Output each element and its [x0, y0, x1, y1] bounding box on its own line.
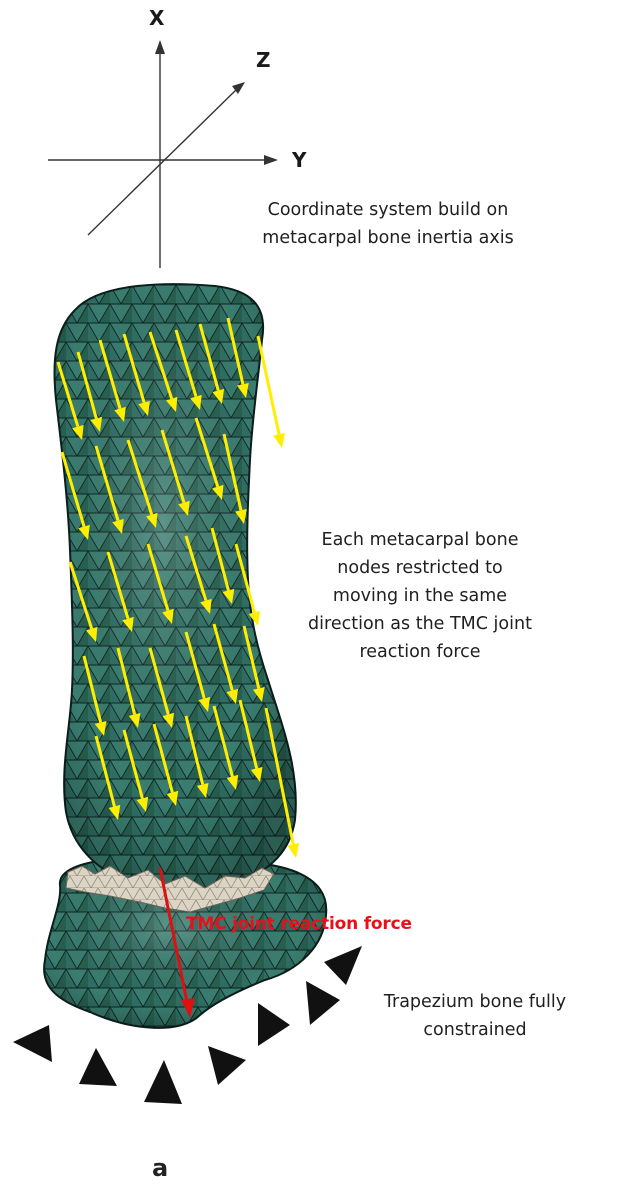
constraint-marker — [258, 1003, 290, 1046]
constraint-marker — [13, 1025, 52, 1062]
caption-line: Coordinate system build on — [218, 196, 558, 224]
note-line: direction as the TMC joint — [270, 610, 570, 638]
panel-label: a — [152, 1154, 168, 1182]
constraint-marker — [208, 1046, 246, 1085]
constraint-marker — [324, 946, 362, 985]
caption-line: metacarpal bone inertia axis — [218, 224, 558, 252]
y-axis-arrowhead — [264, 155, 278, 165]
nodes-note: Each metacarpal bone nodes restricted to… — [270, 526, 570, 666]
constraint-marker — [306, 981, 340, 1025]
note-line: moving in the same — [270, 582, 570, 610]
node-arrow-head — [287, 843, 299, 858]
node-arrow-head — [273, 433, 285, 448]
note-line: Trapezium bone fully — [360, 988, 590, 1016]
node-arrow-shaft — [258, 336, 279, 434]
note-line: nodes restricted to — [270, 554, 570, 582]
note-line: Each metacarpal bone — [270, 526, 570, 554]
y-axis-label: Y — [292, 148, 306, 172]
note-line: constrained — [360, 1016, 590, 1044]
z-axis-line — [88, 88, 238, 235]
trapezium-note: Trapezium bone fully constrained — [360, 988, 590, 1044]
z-axis-label: Z — [256, 48, 271, 72]
tmc-force-label: TMC joint reaction force — [186, 914, 412, 934]
coordinate-caption: Coordinate system build on metacarpal bo… — [218, 196, 558, 252]
x-axis-label: X — [149, 6, 164, 30]
constraint-marker — [144, 1060, 182, 1104]
x-axis-arrowhead — [155, 40, 165, 54]
constraint-marker — [79, 1048, 117, 1086]
note-line: reaction force — [270, 638, 570, 666]
